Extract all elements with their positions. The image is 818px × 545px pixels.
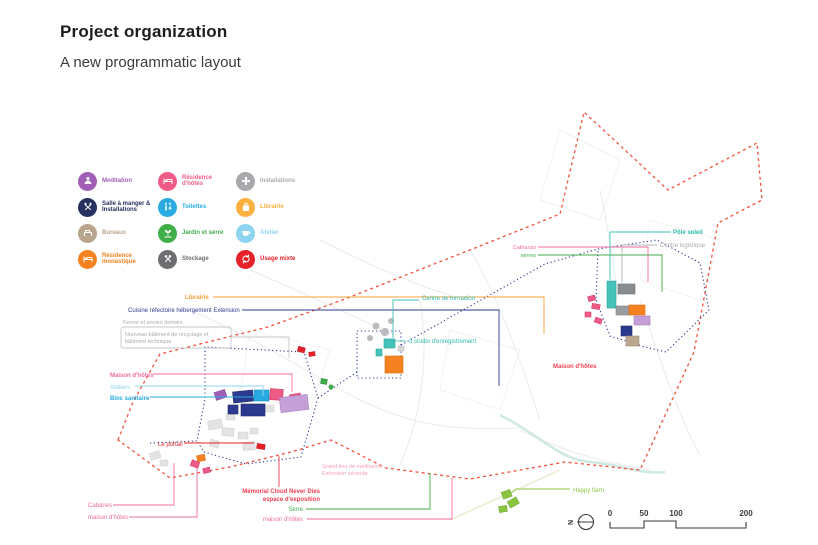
- legend-label: Atelier: [260, 229, 279, 236]
- label-bloc-sanitaire: Bloc sanitaire: [110, 396, 150, 402]
- center-trees: [367, 318, 394, 341]
- existing-buildings: [148, 404, 275, 467]
- legend-item-meditation: Meditation: [78, 171, 158, 191]
- legend-item-stockage: Stockage: [158, 249, 236, 269]
- leader-lines: [113, 231, 671, 520]
- label-pole-soleil: Pôle soleil: [673, 230, 703, 236]
- meditation-icon: [78, 171, 97, 191]
- legend-label: Toilettes: [182, 203, 207, 210]
- label-librairie: Librairie: [185, 295, 209, 301]
- legend-item-residence-monastique: Résidence monastique: [78, 249, 158, 269]
- legend-item-bureaux: Bureaux: [78, 223, 158, 243]
- legend-label: Meditation: [102, 177, 132, 184]
- label-grand-lieu-line2: Extension véranda: [322, 471, 368, 477]
- legend-label: Résidence monastique: [102, 252, 136, 266]
- scale-tick-200: 200: [739, 509, 753, 518]
- compass-north-letter: N: [568, 520, 575, 525]
- label-recyclage-line2: bâtiment technique: [125, 339, 171, 345]
- legend-label: Stockage: [182, 255, 209, 262]
- bed-icon: [78, 249, 97, 269]
- label-centre-logistique: Centre logistique: [660, 243, 706, 249]
- legend-item-jardin: Jardin et serre: [158, 223, 236, 243]
- site-boundary: [117, 110, 763, 480]
- bed-icon: [158, 171, 177, 191]
- label-memorial-line1: Mémorial Cloud Never Dies: [242, 489, 320, 495]
- label-recyclage-line1: Nouveau bâtiment de recyclage et: [125, 332, 209, 338]
- legend-label: Installations: [260, 177, 296, 184]
- page-subtitle: A new programmatic layout: [60, 54, 241, 71]
- label-ferme: Ferme et ancien dortoirs: [123, 320, 183, 326]
- label-studio: 3 studio d'enregistrement: [409, 339, 477, 345]
- legend-item-residence-hotes: Résidence d'hôtes: [158, 171, 236, 191]
- garden-icon: [158, 223, 177, 243]
- farm-buildings: [498, 489, 520, 513]
- label-cuisine: Cuisine réfectoire hébergement Extension: [128, 308, 240, 314]
- label-serre: Serre: [288, 507, 303, 513]
- legend-item-usage-mixte: Usage mixte: [236, 249, 310, 269]
- legend-item-atelier: Atelier: [236, 223, 310, 243]
- header: Project organization A new programmatic …: [60, 22, 241, 71]
- legend-label: Usage mixte: [260, 255, 296, 262]
- utensils-icon: [78, 197, 97, 217]
- label-happy-farm: Happy farm: [573, 488, 604, 494]
- legend-label: Salle à manger & Installations: [102, 200, 151, 214]
- legend-item-toilettes: Toilettes: [158, 197, 236, 217]
- legend-item-installations: Installations: [236, 171, 310, 191]
- tools-icon: [158, 249, 177, 269]
- center-buildings: [375, 338, 405, 374]
- legend-label: Résidence d'hôtes: [182, 174, 213, 188]
- legend-label: Librairie: [260, 203, 284, 210]
- scale-bar: 0 50 100 200: [608, 509, 753, 529]
- river: [499, 413, 666, 474]
- desk-icon: [78, 223, 97, 243]
- label-maison-hotes-1: Maison d'hôtes: [110, 373, 154, 379]
- label-memorial-line2: espace d'exposition: [263, 497, 320, 503]
- craft-icon: [236, 223, 255, 243]
- label-grand-lieu-line1: Grand lieu de méditation: [322, 464, 382, 470]
- label-le-portail: Le portail: [158, 442, 183, 448]
- bag-icon: [236, 197, 255, 217]
- legend: Meditation Résidence d'hôtes Installatio…: [78, 168, 310, 272]
- label-serres: serres: [521, 253, 537, 259]
- map-labels: Librairie Cuisine réfectoire hébergement…: [88, 230, 706, 523]
- scale-tick-0: 0: [608, 509, 613, 518]
- compass: N: [568, 513, 595, 531]
- legend-item-librairie: Librairie: [236, 197, 310, 217]
- legend-label: Bureaux: [102, 229, 127, 236]
- legend-item-salle-a-manger: Salle à manger & Installations: [78, 197, 158, 217]
- field-outlines: [239, 129, 721, 411]
- label-centre-formation: Centre de formation: [422, 296, 475, 302]
- left-cluster-buildings: [189, 345, 334, 475]
- scale-tick-100: 100: [669, 509, 683, 518]
- scale-tick-50: 50: [640, 509, 649, 518]
- right-cluster-buildings: [584, 280, 651, 347]
- page-title: Project organization: [60, 22, 228, 41]
- label-maison-hotes-3: maison d'hôtes: [263, 517, 303, 523]
- cluster-outlines: [149, 239, 710, 465]
- label-ateliers: Ateliers: [110, 385, 130, 391]
- recycle-icon: [236, 249, 255, 269]
- plus-icon: [236, 171, 255, 191]
- label-cabanes: Cabanes: [88, 503, 112, 509]
- toilets-icon: [158, 197, 177, 217]
- legend-label: Jardin et serre: [182, 229, 224, 236]
- label-maison-hotes-2: maison d'hôtes: [88, 515, 128, 521]
- label-catharsis: Catharsis: [513, 245, 536, 251]
- label-maison-hotes-4: Maison d'hôtes: [553, 364, 597, 370]
